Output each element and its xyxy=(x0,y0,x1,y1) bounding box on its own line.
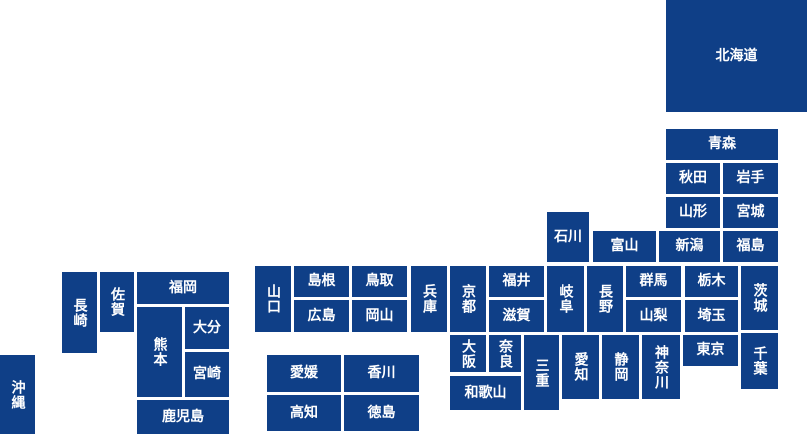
prefecture-saga[interactable]: 佐賀 xyxy=(100,272,134,332)
prefecture-niigata[interactable]: 新潟 xyxy=(659,231,720,262)
prefecture-shizuoka[interactable]: 静岡 xyxy=(602,335,639,399)
prefecture-okinawa[interactable]: 沖縄 xyxy=(0,355,35,434)
prefecture-kumamoto[interactable]: 熊本 xyxy=(137,307,182,397)
prefecture-nagano[interactable]: 長野 xyxy=(587,266,623,332)
prefecture-tokushima[interactable]: 徳島 xyxy=(344,395,419,431)
prefecture-kanagawa[interactable]: 神奈川 xyxy=(642,335,680,399)
prefecture-tochigi[interactable]: 栃木 xyxy=(685,266,738,297)
prefecture-hokkaido[interactable]: 北海道 xyxy=(666,0,807,112)
prefecture-fukushima[interactable]: 福島 xyxy=(723,231,778,262)
prefecture-shiga[interactable]: 滋賀 xyxy=(489,300,544,332)
prefecture-miyagi[interactable]: 宮城 xyxy=(723,197,778,228)
prefecture-nara[interactable]: 奈良 xyxy=(489,335,521,372)
prefecture-gifu[interactable]: 岐阜 xyxy=(547,266,584,332)
prefecture-ishikawa[interactable]: 石川 xyxy=(547,212,589,262)
prefecture-yamaguchi[interactable]: 山口 xyxy=(255,266,291,332)
prefecture-kagoshima[interactable]: 鹿児島 xyxy=(137,400,229,434)
prefecture-wakayama[interactable]: 和歌山 xyxy=(450,376,521,410)
prefecture-tokyo[interactable]: 東京 xyxy=(683,335,738,366)
prefecture-chiba[interactable]: 千葉 xyxy=(741,333,778,389)
prefecture-ehime[interactable]: 愛媛 xyxy=(267,355,341,392)
prefecture-hiroshima[interactable]: 広島 xyxy=(294,300,349,332)
prefecture-toyama[interactable]: 富山 xyxy=(593,231,656,262)
prefecture-hyogo[interactable]: 兵庫 xyxy=(411,266,447,332)
prefecture-fukuoka[interactable]: 福岡 xyxy=(137,272,229,304)
prefecture-okayama[interactable]: 岡山 xyxy=(352,300,407,332)
prefecture-aichi[interactable]: 愛知 xyxy=(562,335,599,399)
prefecture-saitama[interactable]: 埼玉 xyxy=(685,300,738,332)
prefecture-tottori[interactable]: 鳥取 xyxy=(352,266,407,297)
prefecture-aomori[interactable]: 青森 xyxy=(666,129,778,160)
prefecture-shimane[interactable]: 島根 xyxy=(294,266,349,297)
prefecture-mie[interactable]: 三重 xyxy=(524,335,559,410)
prefecture-fukui[interactable]: 福井 xyxy=(489,266,544,297)
prefecture-osaka[interactable]: 大阪 xyxy=(450,335,486,372)
prefecture-gunma[interactable]: 群馬 xyxy=(626,266,681,297)
prefecture-yamagata[interactable]: 山形 xyxy=(666,197,720,228)
prefecture-kochi[interactable]: 高知 xyxy=(267,395,341,431)
prefecture-kyoto[interactable]: 京都 xyxy=(450,266,486,332)
prefecture-ibaraki[interactable]: 茨城 xyxy=(741,266,778,330)
prefecture-yamanashi[interactable]: 山梨 xyxy=(626,300,681,332)
prefecture-akita[interactable]: 秋田 xyxy=(666,163,720,194)
prefecture-miyazaki[interactable]: 宮崎 xyxy=(185,352,229,397)
prefecture-iwate[interactable]: 岩手 xyxy=(723,163,778,194)
prefecture-kagawa[interactable]: 香川 xyxy=(344,355,419,392)
prefecture-oita[interactable]: 大分 xyxy=(185,307,229,349)
prefecture-nagasaki[interactable]: 長崎 xyxy=(62,272,97,353)
